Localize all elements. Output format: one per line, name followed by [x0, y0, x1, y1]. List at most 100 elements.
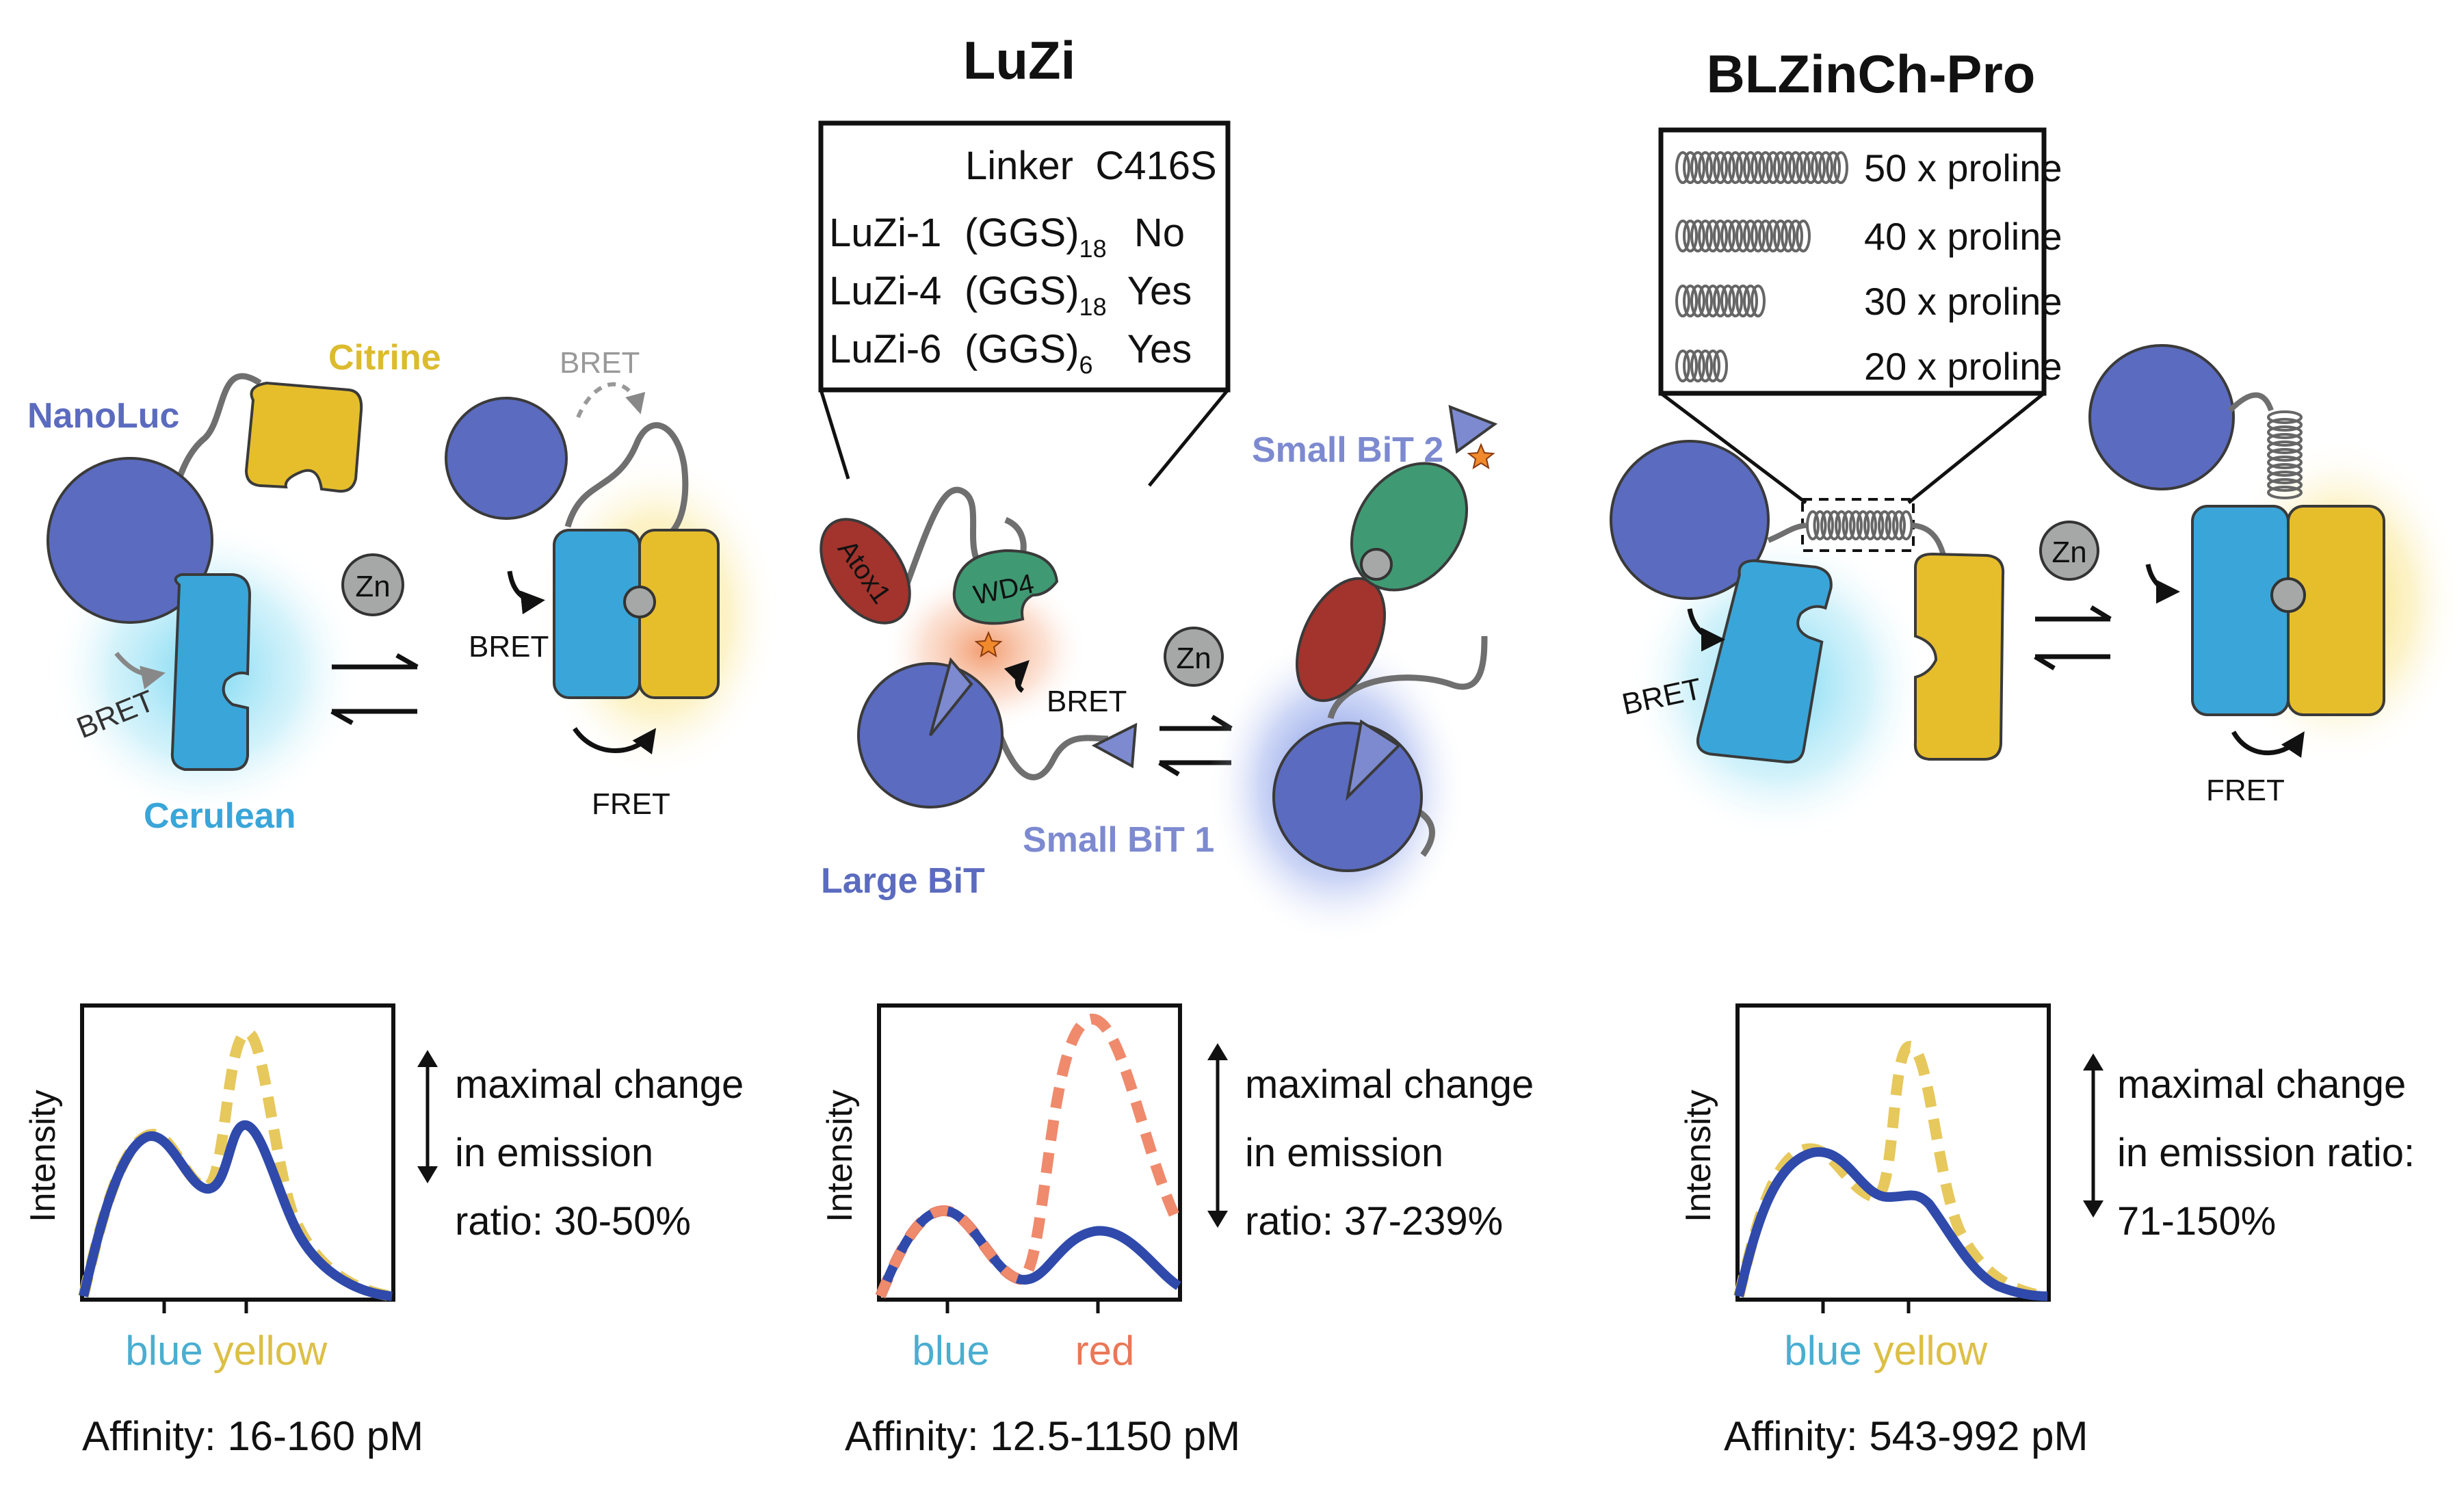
helix-turn — [2267, 463, 2303, 477]
table-row-1-linker: (GGS)18 — [965, 211, 1107, 263]
helix-turn — [1698, 350, 1713, 382]
helix-turn — [2267, 456, 2303, 469]
label-cerulean: Cerulean — [144, 796, 296, 836]
curve-blue-3 — [1734, 1147, 2048, 1301]
zn-ion-2 — [1164, 627, 1224, 687]
equilibrium-arrows-1 — [330, 653, 419, 726]
helix-turn — [2267, 433, 2303, 447]
range-text-1b: in emission — [455, 1131, 653, 1175]
x-label-blue-1: blue — [125, 1328, 202, 1374]
helix-turn — [1899, 510, 1913, 540]
plot-ylabel-3: Intensity — [1679, 1090, 1718, 1222]
helix-turn — [1743, 151, 1758, 184]
plot-ylabel-2: Intensity — [820, 1090, 860, 1222]
table-row-3-linker: (GGS)6 — [965, 327, 1093, 379]
helix-turn — [1728, 151, 1743, 184]
range-arrow-1 — [417, 1050, 438, 1183]
panel-3: BLZinCh-Pro 50 x proline 40 x proline 30… — [1610, 44, 2463, 841]
label-small-bit-1: Small BiT 1 — [1023, 820, 1214, 860]
label-fret-3: FRET — [2206, 774, 2285, 807]
copper-site-star-2 — [1467, 443, 1495, 470]
helix-turn — [2267, 486, 2303, 499]
x-label-blue-2: blue — [912, 1328, 989, 1374]
table-row-1-c416s: No — [1134, 211, 1185, 255]
helix-turn — [1735, 220, 1751, 252]
large-bit-notch-bound — [1345, 719, 1402, 801]
helix-turn — [1713, 220, 1728, 252]
range-text-3b: in emission ratio: — [2117, 1131, 2415, 1175]
helix-turn — [1675, 151, 1690, 184]
helix-turn — [1720, 220, 1735, 252]
proline-helix-40 — [1675, 220, 1811, 252]
copper-site-star-1 — [974, 631, 1003, 658]
range-text-1a: maximal change — [455, 1062, 744, 1107]
cerulean-protein-3 — [1696, 559, 1833, 764]
bret-dashed-arrow — [576, 382, 646, 419]
range-arrow-3 — [2083, 1053, 2103, 1218]
label-nanoluc: NanoLuc — [27, 396, 179, 436]
range-text-1c: ratio: 30-50% — [455, 1199, 691, 1244]
plot-ylabel-1: Intensity — [23, 1090, 63, 1222]
cerulean-bound — [553, 529, 641, 699]
helix-small-3 — [1806, 510, 1913, 540]
helix-turn — [1713, 350, 1728, 382]
fret-arrow-1 — [573, 726, 657, 754]
helix-turn — [1751, 151, 1766, 184]
range-text-3c: 71-150% — [2117, 1199, 2276, 1244]
range-text-2a: maximal change — [1245, 1062, 1534, 1107]
helix-turn — [1892, 510, 1906, 540]
panel-1: NanoLuc Citrine Cerulean BRET Zn BRET BR… — [27, 338, 780, 836]
helix-turn — [2267, 410, 2303, 424]
helix-turn — [1788, 220, 1803, 252]
x-label-yellow-3: yellow — [1874, 1328, 1988, 1374]
helix-turn — [1818, 151, 1833, 184]
zn-label-3: Zn — [2052, 536, 2086, 569]
proline-helix-20 — [1675, 350, 1728, 382]
zn-label-1: Zn — [355, 570, 390, 603]
table-row-2-name: LuZi-4 — [829, 269, 941, 313]
table-row-1-name: LuZi-1 — [829, 211, 941, 255]
helix-vertical-3 — [2267, 410, 2303, 499]
title-blzinch-pro: BLZinCh-Pro — [1707, 44, 2036, 104]
helix-turn — [1675, 285, 1690, 317]
helix-turn — [1705, 151, 1720, 184]
helix-turn — [1705, 220, 1720, 252]
helix-turn — [1705, 285, 1720, 317]
helix-turn — [1856, 510, 1870, 540]
helix-turn — [1720, 285, 1735, 317]
helix-turn — [1675, 350, 1690, 382]
helix-turn — [2267, 478, 2303, 492]
bret-arrow-1 — [114, 651, 166, 689]
proline-label-30: 30 x proline — [1864, 280, 2062, 323]
helix-turn — [1878, 510, 1891, 540]
range-text-2b: in emission — [1245, 1131, 1443, 1175]
helix-turn — [2267, 471, 2303, 484]
zoom-line-right-3 — [1907, 392, 2045, 504]
label-fret-1: FRET — [592, 787, 670, 821]
table-row-2-linker: (GGS)18 — [965, 269, 1107, 321]
zn-bound-1 — [623, 586, 656, 618]
nanoluc-protein-3b — [2088, 344, 2235, 490]
helix-turn — [1743, 220, 1758, 252]
helix-turn — [1720, 151, 1735, 184]
plot-frame-1 — [80, 1003, 395, 1302]
helix-turn — [1683, 285, 1698, 317]
helix-turn — [1842, 510, 1856, 540]
range-text-3a: maximal change — [2117, 1062, 2406, 1107]
nanoluc-protein-2 — [445, 397, 568, 520]
helix-turn — [1796, 220, 1811, 252]
fret-arrow-3 — [2231, 731, 2305, 759]
linker-2 — [564, 422, 689, 536]
helix-turn — [1728, 220, 1743, 252]
helix-turn — [1758, 220, 1773, 252]
linker-3a — [1767, 523, 1807, 543]
helix-turn — [1833, 151, 1848, 184]
affinity-3: Affinity: 543-992 pM — [1724, 1413, 2088, 1459]
zn-bound-3 — [2270, 577, 2306, 613]
helix-turn — [1735, 285, 1751, 317]
helix-turn — [1813, 510, 1827, 540]
helix-turn — [1788, 151, 1803, 184]
citrine-protein-3 — [1913, 552, 2005, 761]
luzi-linker-right — [1327, 635, 1488, 720]
